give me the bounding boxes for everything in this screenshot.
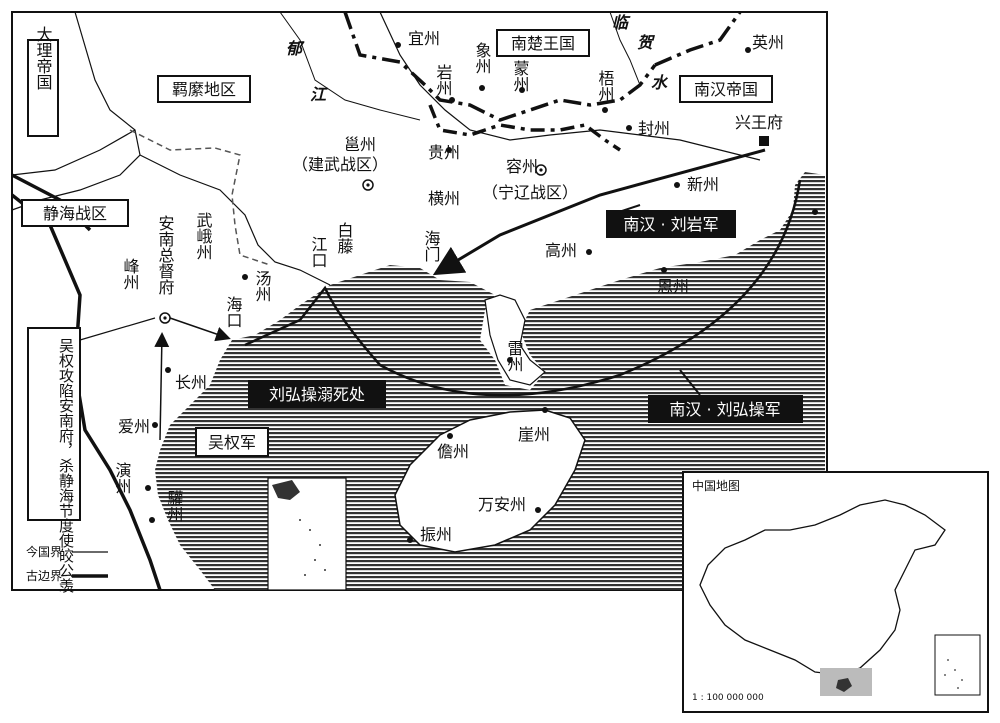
- inset-south-sea-box: [934, 634, 981, 696]
- army-liuhongcao-label: 南汉 · 刘弘操军: [669, 400, 780, 419]
- death-place: 刘弘操溺死处: [248, 380, 386, 408]
- route-wuquan: [154, 332, 170, 441]
- place-aizhou: 爱州: [118, 417, 150, 436]
- river-yu: 郁: [286, 39, 305, 58]
- region-jimi-label: 羁縻地区: [172, 80, 236, 99]
- region-nanhan-label: 南汉帝国: [694, 80, 758, 99]
- river-2: [609, 11, 641, 86]
- ancient-border-nanchu-2: [428, 104, 621, 152]
- place-ningliao: （宁辽战区）: [482, 183, 578, 202]
- place-gaozhou: 高州: [545, 241, 577, 260]
- place-xingwangfu: 兴王府: [735, 113, 783, 132]
- china-outline: [699, 499, 946, 676]
- army-wuquan-label: 吴权军: [208, 433, 256, 452]
- region-nanchu-label: 南楚王国: [511, 34, 575, 53]
- place-yazhou: 崖州: [518, 425, 550, 444]
- markers: [145, 42, 818, 543]
- place-xiangzhou: 象州: [473, 42, 492, 74]
- place-fengzhou: 封州: [638, 119, 670, 138]
- modern-border-3: [379, 11, 761, 161]
- place-danzhou: 儋州: [437, 442, 469, 461]
- place-rongzhou: 容州: [506, 157, 538, 176]
- river-he: 贺: [637, 33, 656, 52]
- place-yanzhou: 岩州: [434, 64, 453, 96]
- place-haimen: 海门: [422, 230, 441, 263]
- place-jiangkou: 江口: [309, 236, 328, 268]
- place-guizhou: 贵州: [428, 143, 460, 162]
- caption-text: 吴权攻陷安南府，杀静海节度使皎公羡: [57, 338, 75, 593]
- place-hengzhou: 横州: [428, 189, 460, 208]
- jimi-border-dashed: [129, 129, 271, 266]
- place-xinzhou: 新州: [687, 175, 719, 194]
- modern-border-2: [11, 129, 136, 176]
- liuhongcao-pointer: [679, 369, 701, 396]
- place-annan: 安南总督府: [156, 215, 175, 296]
- leizhou-peninsula: [484, 294, 546, 386]
- river-labels: 郁 江 贺 水 临: [286, 13, 669, 104]
- region-nanchu: 南楚王国: [496, 29, 590, 57]
- region-jimi: 羁縻地区: [157, 75, 251, 103]
- river-jiang: 江: [310, 85, 328, 104]
- modern-border-4: [139, 154, 331, 286]
- legend-modern-label: 今国界: [26, 544, 62, 559]
- china-inset: 中国地图 1 : 100 000 000: [682, 471, 989, 713]
- place-yingzhou: 英州: [752, 33, 784, 52]
- region-dali: 大理帝国: [27, 26, 59, 137]
- mini-inset-islands: [299, 519, 326, 576]
- ancient-border-nanchu: [343, 11, 657, 122]
- place-zhenzhou: 振州: [420, 525, 452, 544]
- army-liuhongcao: 南汉 · 刘弘操军: [648, 395, 803, 423]
- place-yongzhou: 邕州: [344, 135, 376, 154]
- place-changzhou: 长州: [175, 373, 207, 392]
- region-jinghai: 静海战区: [21, 199, 129, 227]
- region-jinghai-label: 静海战区: [43, 204, 107, 223]
- route-liuhongcao: [244, 179, 802, 397]
- river: [279, 11, 421, 121]
- place-baiteng: 白藤: [335, 222, 354, 255]
- place-wananzhou: 万安州: [478, 495, 526, 514]
- route-liuyan: [432, 148, 766, 276]
- region-dali-label: 大理帝国: [34, 26, 53, 90]
- place-huanzhou: 驩州: [165, 490, 184, 522]
- inset-hainan: [836, 678, 852, 692]
- army-liuyan: 南汉 · 刘岩军: [606, 210, 736, 238]
- inset-scale: 1 : 100 000 000: [692, 693, 764, 703]
- mini-inset-coast: [272, 480, 300, 500]
- xingwangfu-marker: [759, 136, 769, 146]
- target-markers: [159, 164, 547, 324]
- place-wue: 武峨州: [194, 212, 213, 260]
- army-liuyan-label: 南汉 · 刘岩军: [623, 215, 718, 234]
- place-fengzhou2: 峰州: [121, 258, 140, 290]
- caption-pointer: [79, 317, 156, 341]
- river-lin: 临: [612, 13, 631, 32]
- legend-ancient-label: 古边界: [26, 568, 62, 583]
- place-jianwu: （建武战区）: [292, 155, 388, 174]
- place-yanzhou2: 演州: [113, 462, 132, 494]
- place-yizhou: 宜州: [408, 29, 440, 48]
- caption-box: 吴权攻陷安南府，杀静海节度使皎公羡: [27, 327, 81, 593]
- hainan-island: [394, 409, 586, 553]
- inset-south-sea-islands: [944, 659, 963, 689]
- inset-title: 中国地图: [692, 478, 740, 493]
- place-labels: 宜州 岩州 象州 蒙州 梧州 英州 封州 兴王府 邕州 （建武战区） 贵州 横州…: [113, 29, 785, 544]
- route-wuquan-2: [169, 317, 231, 342]
- place-haikou: 海口: [224, 296, 243, 328]
- river-shui: 水: [651, 73, 669, 92]
- region-nanhan: 南汉帝国: [679, 75, 773, 103]
- ancient-border-jinghai: [10, 193, 162, 591]
- place-wuzhou: 梧州: [596, 70, 615, 102]
- legend: 今国界 古边界: [26, 544, 108, 583]
- army-wuquan: 吴权军: [195, 427, 269, 457]
- death-place-label: 刘弘操溺死处: [269, 385, 365, 404]
- place-mengzhou: 蒙州: [511, 60, 530, 92]
- place-leizhou: 雷州: [505, 340, 524, 372]
- place-enzhou: 恩州: [657, 277, 689, 296]
- place-tangzhou: 汤州: [253, 270, 272, 302]
